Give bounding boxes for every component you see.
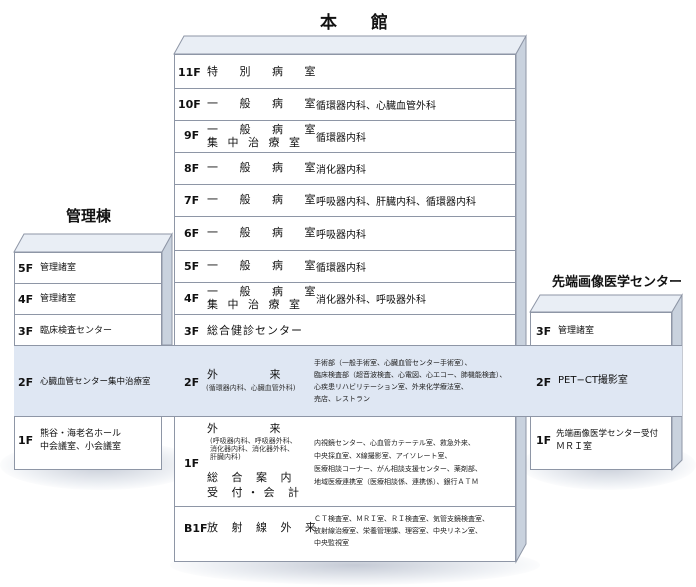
admin-row-3f: [14, 314, 162, 315]
floor-4f-name: 一 般 病 室: [207, 285, 325, 298]
main-top-face: [173, 35, 527, 55]
floor-2f-label: 2F: [184, 376, 200, 389]
floor-2f-name: 外 来: [207, 368, 305, 381]
floor-7f-label: 7F: [184, 194, 200, 207]
imaging-1f-name2: ＭＲＩ室: [556, 442, 593, 452]
main-row-3f: [174, 314, 516, 315]
floor-5f-label: 5F: [184, 260, 200, 273]
imaging-center-title: 先端画像医学センター: [552, 275, 683, 290]
admin-1f-name: 熊谷・海老名ホール: [40, 429, 122, 439]
floor-1f-sub-2: 消化器内科、消化器外科、: [210, 445, 294, 453]
admin-1f-label: 1F: [18, 434, 34, 447]
floor-1f-name: 外 来: [207, 422, 305, 435]
main-building-title: 本 館: [320, 13, 402, 33]
admin-building-title: 管理棟: [66, 207, 112, 225]
floor-b1f-line-3: 中央監視室: [314, 539, 349, 547]
imaging-3f-label: 3F: [536, 325, 552, 338]
floor-1f-label: 1F: [184, 457, 200, 470]
floor-8f-label: 8F: [184, 162, 200, 175]
floor-8f-dept: 消化器内科: [316, 165, 366, 176]
imaging-1f-name: 先端画像医学センター受付: [556, 429, 659, 439]
floor-6f-name: 一 般 病 室: [207, 226, 325, 239]
imaging-1f-label: 1F: [536, 434, 552, 447]
imaging-top-face: [529, 294, 683, 313]
floor-4f-dept: 消化器外科、呼吸器外科: [316, 295, 426, 306]
main-row-b1f: [174, 506, 516, 507]
floor-b1f-label: B1F: [184, 522, 208, 535]
floor-b1f-line-1: ＣＴ検査室、ＭＲＩ室、ＲＩ検査室、気管支鏡検査室、: [314, 515, 489, 523]
floor-8f-name: 一 般 病 室: [207, 161, 325, 174]
main-row-7f: [174, 184, 516, 185]
admin-right-side: [161, 232, 173, 346]
admin-5f-label: 5F: [18, 262, 34, 275]
floor-b1f-name: 放 射 線 外 来: [207, 521, 321, 534]
admin-1f-name2: 中会議室、小会議室: [40, 442, 122, 452]
imaging-2f-name: PET−CT撮影室: [558, 375, 628, 386]
imaging-3f-name: 管理諸室: [558, 326, 595, 336]
floor-2f-line-4: 売店、レストラン: [314, 395, 370, 403]
floor-10f-name: 一 般 病 室: [207, 97, 325, 110]
main-right-side: [515, 34, 527, 564]
floor-5f-name: 一 般 病 室: [207, 259, 325, 272]
floor-9f-label: 9F: [184, 129, 200, 142]
admin-2f-label: 2F: [18, 376, 34, 389]
admin-top-face: [13, 233, 173, 253]
floor-11f-label: 11F: [178, 66, 201, 79]
admin-row-4f: [14, 283, 162, 284]
floor-2f-line-3: 心疾患リハビリテーション室、外来化学療法室、: [314, 383, 468, 391]
floor-11f-name: 特 別 病 室: [207, 65, 325, 78]
floor-7f-name: 一 般 病 室: [207, 193, 325, 206]
main-row-4f: [174, 282, 516, 283]
floor-6f-dept: 呼吸器内科: [316, 230, 366, 241]
floor-4f-name2: 集 中 治 療 室: [207, 298, 303, 311]
admin-4f-label: 4F: [18, 293, 34, 306]
floor-4f-label: 4F: [184, 292, 200, 305]
floor-1f-sub-1: (呼吸器内科、呼吸器外科、: [210, 437, 297, 445]
floor-7f-dept: 呼吸器内科、肝臓内科、循環器内科: [316, 197, 476, 208]
imaging-2f-label: 2F: [536, 376, 552, 389]
floor-9f-dept: 循環器内科: [316, 133, 366, 144]
main-row-5f: [174, 250, 516, 251]
floor-10f-label: 10F: [178, 98, 201, 111]
floor-1f-line-3: 医療相談コーナー、がん相談支援センター、薬剤部、: [314, 465, 482, 473]
floor-9f-name2: 集 中 治 療 室: [207, 136, 303, 149]
admin-5f-name: 管理諸室: [40, 263, 77, 273]
floor-9f-name: 一 般 病 室: [207, 123, 325, 136]
floor-6f-label: 6F: [184, 227, 200, 240]
admin-2f-name: 心臓血管センター集中治療室: [40, 377, 151, 387]
floor-b1f-line-2: 放射線治療室、栄養管理課、理容室、中央リネン室、: [314, 527, 482, 535]
floor-3f-name: 総合健診センター: [207, 324, 303, 337]
floor-2f-line-2: 臨床検査部（超音波検査、心電図、心エコー、肺機能検査）、: [314, 371, 507, 379]
floor-1f-line-4: 地域医療連携室（医療相談係、連携係）、銀行ＡＴＭ: [314, 478, 479, 486]
floor-1f-sub-3: 肝臓内科): [210, 453, 241, 461]
admin-3f-label: 3F: [18, 325, 34, 338]
floor-10f-dept: 循環器内科、心臓血管外科: [316, 101, 436, 112]
floor-1f-name2: 総 合 案 内: [207, 471, 297, 484]
main-row-8f: [174, 152, 516, 153]
second-floor-band: [14, 345, 682, 417]
main-row-6f: [174, 216, 516, 217]
floor-5f-dept: 循環器内科: [316, 263, 366, 274]
floor-2f-line-1: 手術部（一般手術室、心臓血管センター手術室）、: [314, 359, 472, 367]
admin-4f-name: 管理諸室: [40, 294, 77, 304]
main-row-10f: [174, 88, 516, 89]
floor-1f-name3: 受 付・会 計: [207, 486, 304, 499]
main-row-9f: [174, 120, 516, 121]
main-building-front: [174, 54, 516, 562]
floor-1f-line-2: 中央採血室、X線撮影室、アイソレート室、: [314, 452, 452, 460]
floor-1f-line-1: 内視鏡センター、心血管カテーテル室、救急外来、: [314, 439, 475, 447]
floor-2f-sub: (循環器内科、心臓血管外科): [206, 384, 296, 392]
floor-3f-label: 3F: [184, 325, 200, 338]
admin-3f-name: 臨床検査センター: [40, 326, 113, 336]
